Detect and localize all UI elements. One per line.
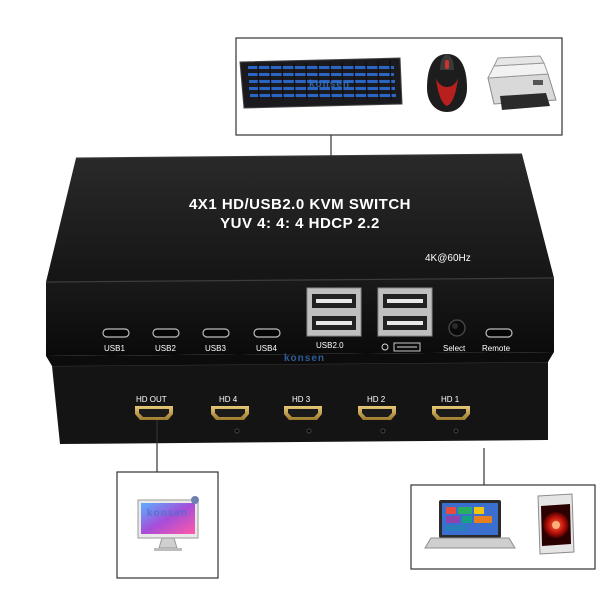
- watermark-top: konsen: [309, 79, 351, 90]
- monitor-icon: [137, 496, 199, 551]
- desktop-tower-icon: [537, 493, 575, 555]
- port-label-remote: Remote: [482, 344, 511, 353]
- watermark-bottom: konsen: [147, 508, 189, 519]
- port-label-usb2: USB2: [155, 344, 176, 353]
- usb-c-ports: [102, 328, 513, 338]
- usb-a-ports: [306, 287, 433, 337]
- keyboard-icon: [239, 57, 403, 109]
- port-label-hd3: HD 3: [292, 395, 311, 404]
- select-button: [448, 319, 466, 337]
- port-label-usb20: USB2.0: [316, 341, 344, 350]
- port-label-select: Select: [443, 344, 466, 353]
- port-label-hd4: HD 4: [219, 395, 238, 404]
- watermark-middle: konsen: [284, 353, 326, 364]
- laptop-icon: [424, 500, 516, 549]
- printer-icon: [487, 55, 557, 110]
- port-label-hd1: HD 1: [441, 395, 460, 404]
- port-label-hd2: HD 2: [367, 395, 386, 404]
- port-label-usb3: USB3: [205, 344, 226, 353]
- resolution-label: 4K@60Hz: [425, 253, 471, 264]
- mouse-icon: [427, 54, 467, 112]
- kvm-switch-device: [45, 153, 555, 444]
- port-label-usb1: USB1: [104, 344, 125, 353]
- device-title-line2: YUV 4: 4: 4 HDCP 2.2: [220, 215, 380, 232]
- port-label-hd-out: HD OUT: [136, 395, 167, 404]
- hdmi-ports: [135, 406, 470, 434]
- port-label-usb4: USB4: [256, 344, 277, 353]
- device-title-line1: 4X1 HD/USB2.0 KVM SWITCH: [188, 196, 412, 213]
- keyboard-mouse-glyph: [381, 342, 421, 352]
